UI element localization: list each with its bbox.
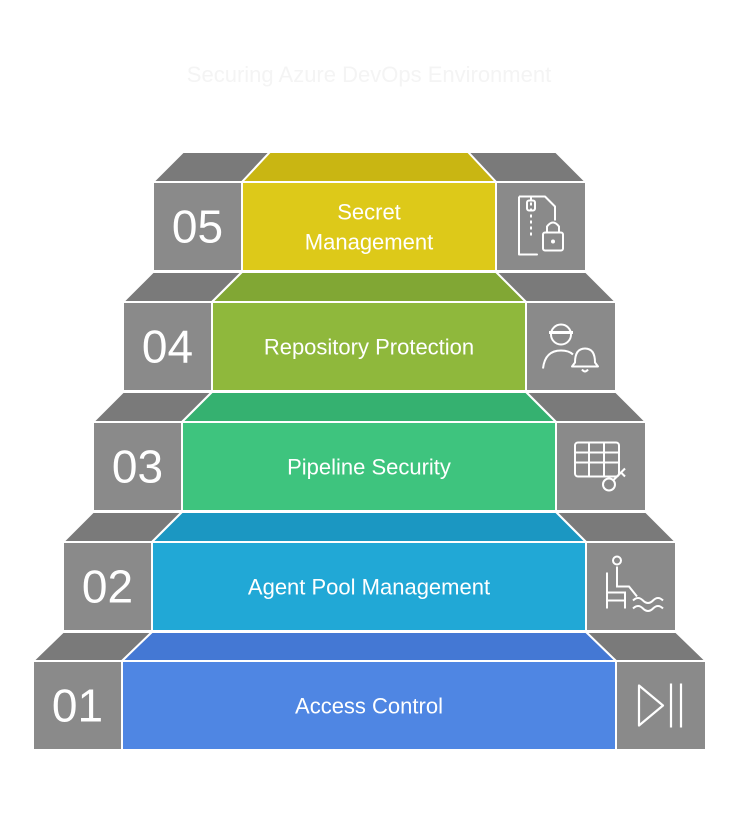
file-lock-icon [518,195,564,256]
step-label: Pipeline Security [287,455,451,480]
step-tread-color [119,631,619,662]
step-tread-color [239,151,499,183]
step-label-box [151,541,587,632]
step-number: 02 [82,561,133,613]
user-alert-icon [542,323,599,373]
step-number: 05 [172,201,223,253]
step-label-box [121,660,617,751]
step-label: Repository Protection [264,335,474,360]
step-label-box [241,181,497,272]
step-04: 04 Repository Protection [120,271,619,392]
play-pause-icon [637,683,683,728]
step-label: Secret [337,200,401,225]
spreadsheet-key-icon [574,441,626,492]
step-label: Management [305,230,433,255]
step-icon-box [495,181,587,272]
step-label-box [181,421,557,512]
step-number: 04 [142,321,193,373]
person-pool-icon [606,555,664,612]
step-label: Access Control [295,694,443,719]
step-01: 01 Access Control [30,631,709,751]
step-number-box [62,541,153,632]
step-icon-box [585,541,677,632]
step-icon-box [525,301,617,392]
diagram-title: Securing Azure DevOps Environment [186,62,552,87]
step-tread-color [149,511,589,543]
step-number: 03 [112,441,163,493]
step-number: 01 [52,680,103,732]
step-02: 02 Agent Pool Management [60,511,679,632]
step-03: 03 Pipeline Security [90,391,649,512]
step-tread-color [209,271,529,303]
step-label: Agent Pool Management [248,575,490,600]
step-icon-box [555,421,647,512]
step-tread-color [179,391,559,423]
step-icon-box [615,660,707,751]
